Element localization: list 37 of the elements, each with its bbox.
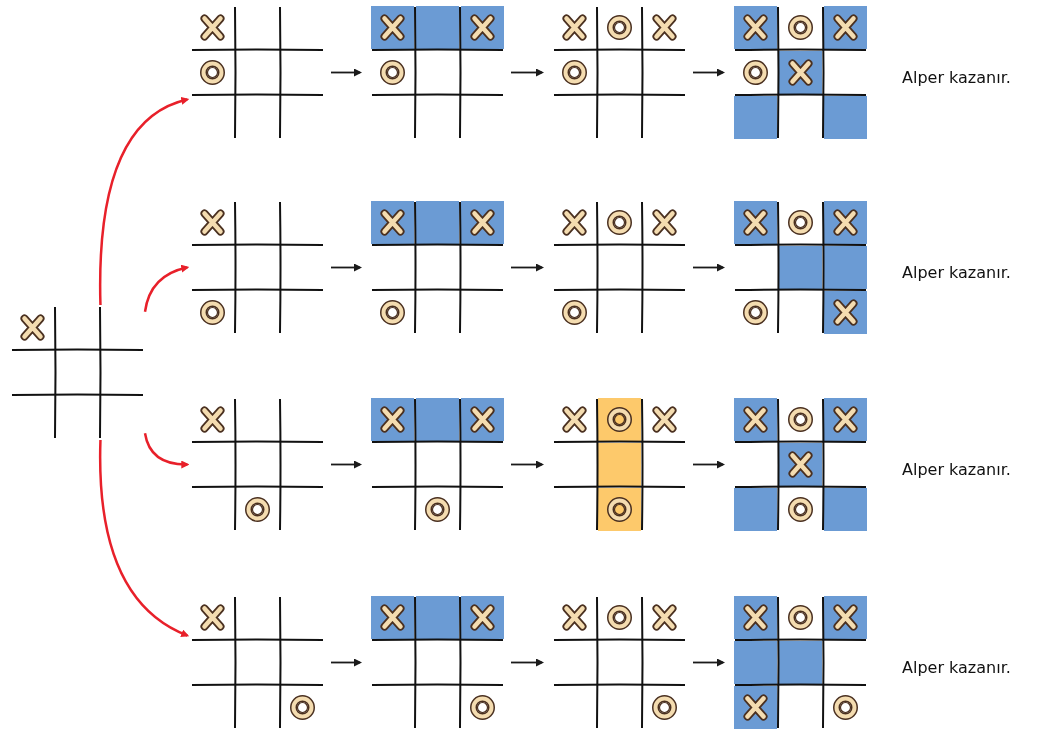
tic-tac-toe-board bbox=[552, 397, 687, 532]
arrow bbox=[330, 460, 362, 469]
arrow bbox=[692, 68, 725, 77]
arrow bbox=[99, 440, 190, 637]
arrow bbox=[330, 68, 362, 77]
arrow bbox=[510, 68, 544, 77]
tic-tac-toe-board bbox=[190, 200, 325, 335]
tic-tac-toe-board bbox=[552, 200, 687, 335]
tic-tac-toe-board bbox=[370, 200, 505, 335]
tic-tac-toe-board bbox=[190, 595, 325, 730]
arrow bbox=[330, 263, 362, 272]
arrow bbox=[99, 97, 190, 305]
result-text: Alper kazanır. bbox=[902, 657, 1011, 676]
tic-tac-toe-board bbox=[733, 5, 868, 140]
tic-tac-toe-board bbox=[733, 397, 868, 532]
tic-tac-toe-board bbox=[190, 5, 325, 140]
tic-tac-toe-board bbox=[370, 5, 505, 140]
result-text: Alper kazanır. bbox=[902, 459, 1011, 478]
arrow bbox=[692, 658, 725, 667]
tic-tac-toe-board bbox=[10, 305, 145, 440]
arrow bbox=[510, 263, 544, 272]
tic-tac-toe-board bbox=[370, 595, 505, 730]
result-text: Alper kazanır. bbox=[902, 262, 1011, 281]
tic-tac-toe-board bbox=[370, 397, 505, 532]
tic-tac-toe-board bbox=[552, 595, 687, 730]
arrow bbox=[692, 263, 725, 272]
arrow bbox=[510, 658, 544, 667]
arrow bbox=[510, 460, 544, 469]
tic-tac-toe-board bbox=[552, 5, 687, 140]
arrow bbox=[692, 460, 725, 469]
tic-tac-toe-board bbox=[190, 397, 325, 532]
tic-tac-toe-board bbox=[733, 200, 868, 335]
arrow bbox=[143, 265, 190, 312]
arrow bbox=[330, 658, 362, 667]
arrow bbox=[143, 433, 190, 469]
result-text: Alper kazanır. bbox=[902, 67, 1011, 86]
tic-tac-toe-board bbox=[733, 595, 868, 730]
